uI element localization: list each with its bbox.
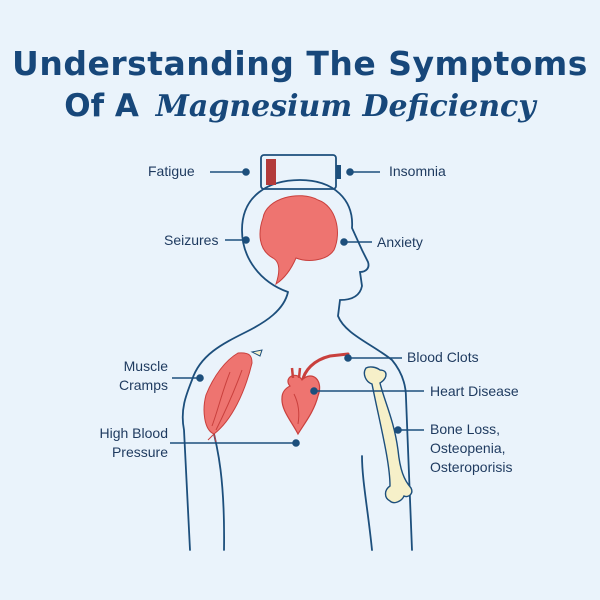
label-high-blood-pressure-line-2: Pressure xyxy=(111,444,168,460)
label-muscle-cramps: Muscle Cramps xyxy=(116,357,168,395)
title-accent: Magnesium Deficiency xyxy=(155,89,536,124)
title-prefix: Of A xyxy=(64,88,139,124)
label-insomnia: Insomnia xyxy=(389,163,446,179)
title-line-2: Of A Magnesium Deficiency xyxy=(0,88,600,124)
label-bone-loss-line-2: Osteopenia, xyxy=(430,440,506,456)
label-muscle-cramps-line-1: Muscle xyxy=(123,358,168,374)
muscle-icon xyxy=(203,349,263,443)
label-high-blood-pressure-line-1: High Blood xyxy=(99,425,169,441)
body-outline xyxy=(181,179,413,551)
connector-lines xyxy=(170,168,424,447)
label-bone-loss-line-1: Bone Loss, xyxy=(430,421,501,437)
label-anxiety: Anxiety xyxy=(377,234,423,250)
label-heart-disease: Heart Disease xyxy=(430,383,519,399)
brain-icon xyxy=(259,195,338,286)
heart-icon xyxy=(281,367,321,436)
inner-arm-right xyxy=(361,455,373,551)
label-blood-clots: Blood Clots xyxy=(407,349,479,365)
inner-arm-left xyxy=(210,421,225,551)
label-high-blood-pressure: High Blood Pressure xyxy=(86,424,169,462)
title-line-1: Understanding The Symptoms xyxy=(12,44,588,83)
label-bone-loss-line-3: Osteroporisis xyxy=(430,459,513,475)
label-bone-loss: Bone Loss, Osteopenia, Osteroporisis xyxy=(430,420,512,477)
label-muscle-cramps-line-2: Cramps xyxy=(118,377,168,393)
battery-icon xyxy=(260,154,341,190)
bone-icon xyxy=(363,366,413,504)
label-seizures: Seizures xyxy=(164,232,219,248)
label-fatigue: Fatigue xyxy=(148,163,195,179)
